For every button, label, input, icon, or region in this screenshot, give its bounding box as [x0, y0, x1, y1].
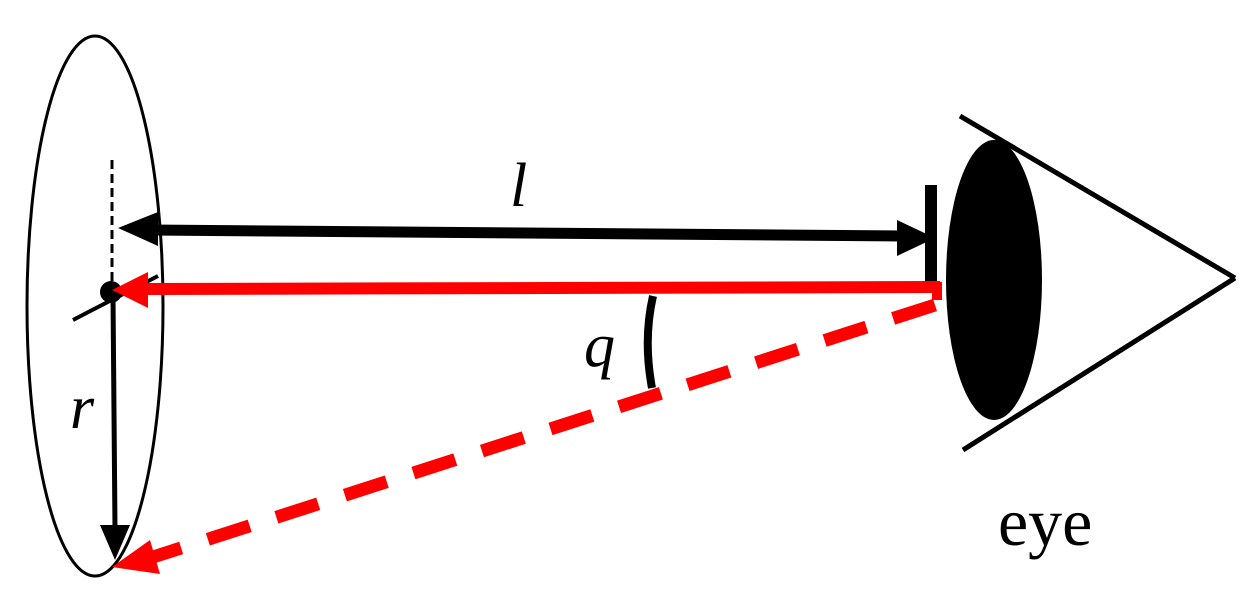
- center-point: [100, 281, 122, 303]
- angle-arc: [643, 295, 657, 389]
- angle-label: q: [584, 312, 615, 380]
- central-ray: [112, 272, 942, 308]
- edge-ray: [112, 298, 937, 574]
- eye-icon: [946, 113, 1237, 453]
- radius-arrow: [100, 295, 130, 560]
- eye-label: eye: [998, 484, 1092, 560]
- radius-label: r: [70, 374, 95, 442]
- target-disk: [25, 34, 165, 578]
- distance-label: l: [510, 152, 527, 220]
- distance-arrow: [118, 185, 937, 293]
